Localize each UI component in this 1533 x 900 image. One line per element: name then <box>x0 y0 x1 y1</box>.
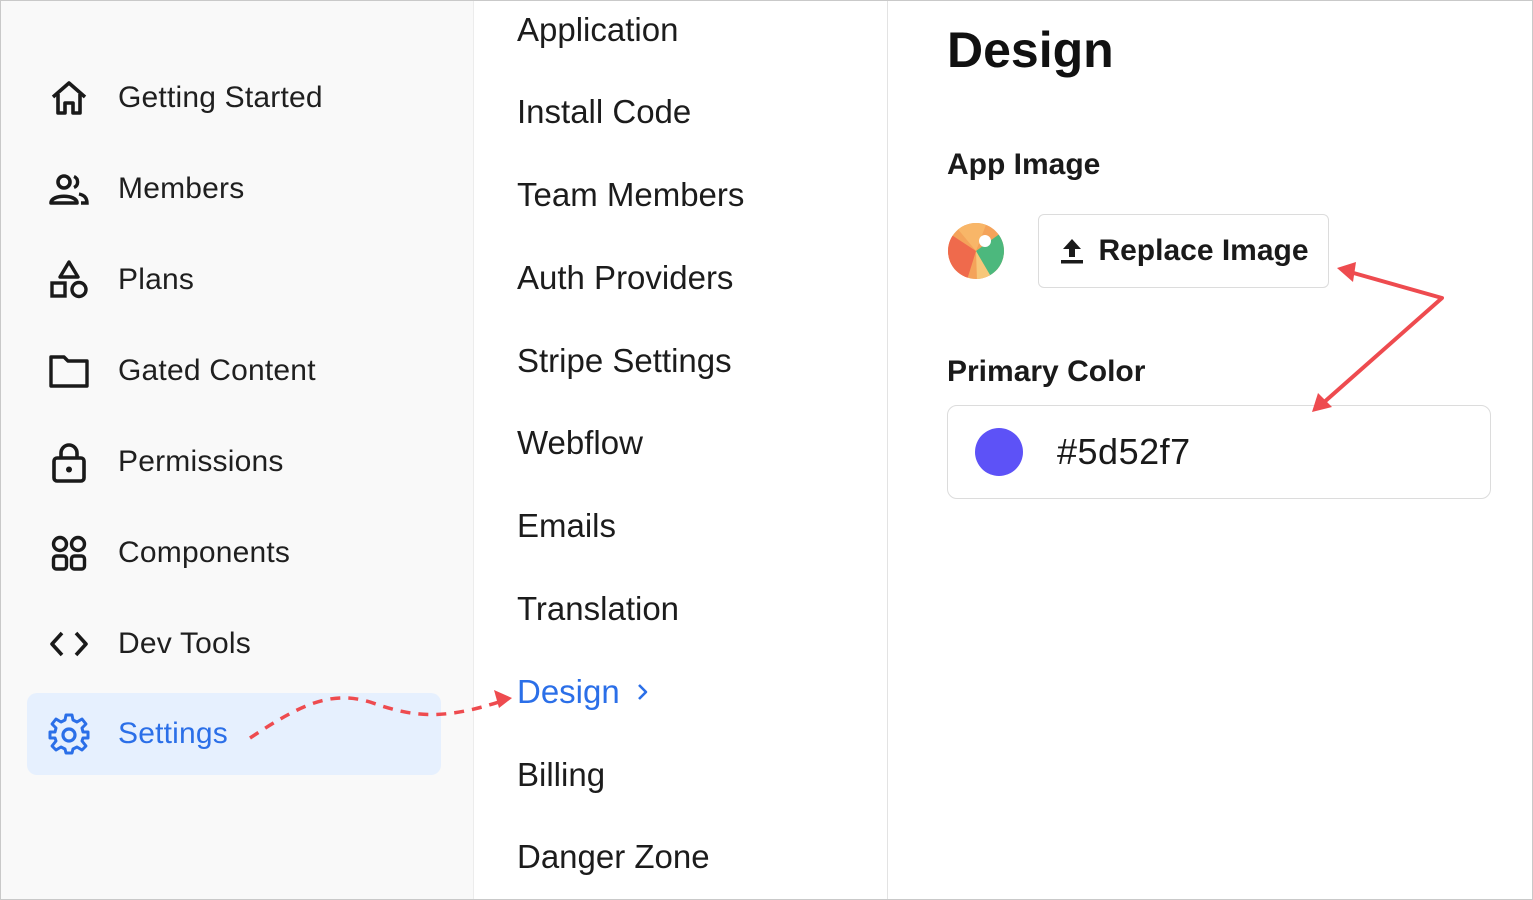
sidebar-item-gated-content[interactable]: Gated Content <box>27 330 441 412</box>
code-icon <box>47 622 91 666</box>
submenu-item-application[interactable]: Application <box>517 11 679 48</box>
submenu-item-team-members[interactable]: Team Members <box>517 176 745 213</box>
sidebar-item-label: Components <box>118 536 291 569</box>
sidebar-item-label: Members <box>118 172 245 205</box>
sidebar-item-components[interactable]: Components <box>27 512 441 594</box>
sidebar-item-dev-tools[interactable]: Dev Tools <box>27 603 441 685</box>
page-title: Design <box>947 22 1114 78</box>
settings-submenu: Application Install Code Team Members Au… <box>475 1 888 899</box>
app-image-beachball-icon <box>948 223 1004 279</box>
chevron-right-icon <box>637 684 648 700</box>
sidebar-item-label: Plans <box>118 263 195 296</box>
submenu-item-webflow[interactable]: Webflow <box>517 424 643 461</box>
submenu-item-install-code[interactable]: Install Code <box>517 93 692 130</box>
sidebar-item-label: Permissions <box>118 445 284 478</box>
primary-color-value: #5d52f7 <box>1057 431 1191 472</box>
sidebar-item-label: Getting Started <box>118 81 323 114</box>
sidebar-item-permissions[interactable]: Permissions <box>27 421 441 503</box>
submenu-item-translation[interactable]: Translation <box>517 590 680 627</box>
submenu-item-auth-providers[interactable]: Auth Providers <box>517 259 734 296</box>
color-swatch[interactable] <box>975 428 1023 476</box>
sidebar-item-label: Dev Tools <box>118 627 251 660</box>
submenu-item-stripe-settings[interactable]: Stripe Settings <box>517 342 732 379</box>
submenu-item-design[interactable]: Design <box>517 673 652 711</box>
replace-image-label: Replace Image <box>1098 234 1309 267</box>
sidebar-item-settings[interactable]: Settings <box>27 693 441 775</box>
sidebar-item-label: Gated Content <box>118 354 316 387</box>
shapes-icon <box>47 258 91 302</box>
grid-icon <box>47 531 91 575</box>
sidebar-item-plans[interactable]: Plans <box>27 239 441 321</box>
submenu-item-billing[interactable]: Billing <box>517 756 606 793</box>
app-image-label: App Image <box>947 148 1101 181</box>
sidebar-item-label: Settings <box>118 717 228 750</box>
design-panel: Design App Image Replace Image Primary C… <box>889 1 1532 899</box>
primary-color-label: Primary Color <box>947 355 1146 388</box>
sidebar: Getting Started Members Plans Gated Cont… <box>1 1 474 899</box>
gear-icon <box>47 712 91 756</box>
primary-color-input[interactable]: #5d52f7 <box>947 405 1491 499</box>
submenu-item-emails[interactable]: Emails <box>517 507 617 544</box>
replace-image-button[interactable]: Replace Image <box>1038 214 1329 288</box>
upload-icon <box>1061 239 1084 264</box>
home-icon <box>47 76 91 120</box>
sidebar-item-getting-started[interactable]: Getting Started <box>27 57 441 139</box>
members-icon <box>47 167 91 211</box>
submenu-item-danger-zone[interactable]: Danger Zone <box>517 838 710 875</box>
sidebar-item-members[interactable]: Members <box>27 148 441 230</box>
folder-icon <box>47 349 91 393</box>
lock-icon <box>47 440 91 484</box>
submenu-item-label: Design <box>517 673 620 710</box>
